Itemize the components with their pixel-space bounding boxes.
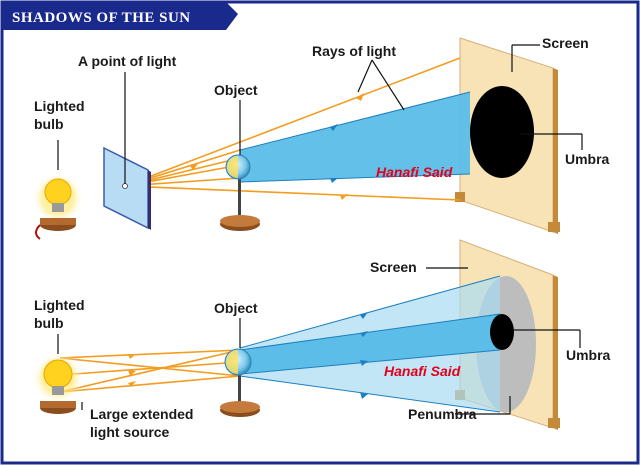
extended-source-label-1: Large extended: [90, 406, 193, 422]
bottom-bulb-label-2: bulb: [34, 315, 64, 331]
top-object-ball: [220, 154, 260, 231]
bottom-rays: [59, 349, 241, 393]
top-bulb-label-1: Lighted: [34, 98, 85, 114]
bottom-beam-arrows: [360, 312, 368, 399]
top-screen-label: Screen: [542, 35, 589, 51]
extended-source-label-2: light source: [90, 424, 170, 440]
top-beam-edges: [239, 91, 471, 183]
top-bulb-label-2: bulb: [34, 116, 64, 132]
penumbra-label: Penumbra: [408, 406, 477, 422]
rays-of-light-label: Rays of light: [312, 43, 396, 59]
bottom-object-label: Object: [214, 300, 258, 316]
bottom-light-beam: [240, 314, 500, 374]
bottom-watermark: Hanafi Said: [384, 363, 461, 379]
top-bulb-icon: [32, 172, 84, 240]
bottom-screen-label: Screen: [370, 259, 417, 275]
bottom-bulb-label-1: Lighted: [34, 297, 85, 313]
top-object-label: Object: [214, 82, 258, 98]
page-title: SHADOWS OF THE SUN: [12, 10, 191, 26]
bottom-umbra-label: Umbra: [566, 347, 611, 363]
bottom-ray-arrows: [128, 354, 136, 387]
point-of-light-label: A point of light: [78, 53, 177, 69]
bottom-beam-edges: [239, 275, 501, 413]
top-umbra-shadow: [470, 86, 534, 178]
bottom-bulb-icon: [32, 352, 84, 414]
bottom-leader-lines: [57, 267, 581, 415]
top-rays: [124, 57, 461, 201]
bottom-umbra-shadow: [490, 314, 514, 350]
title-bar: [2, 2, 238, 30]
top-ray-arrows: [190, 93, 364, 200]
top-beam-arrows: [330, 124, 338, 183]
top-light-beam: [240, 92, 470, 182]
pinhole-icon: [122, 183, 128, 189]
top-umbra-label: Umbra: [565, 151, 610, 167]
top-leader-lines: [57, 44, 583, 184]
top-watermark: Hanafi Said: [376, 164, 453, 180]
bottom-object-ball: [220, 348, 260, 417]
point-of-light-card: [103, 146, 151, 230]
